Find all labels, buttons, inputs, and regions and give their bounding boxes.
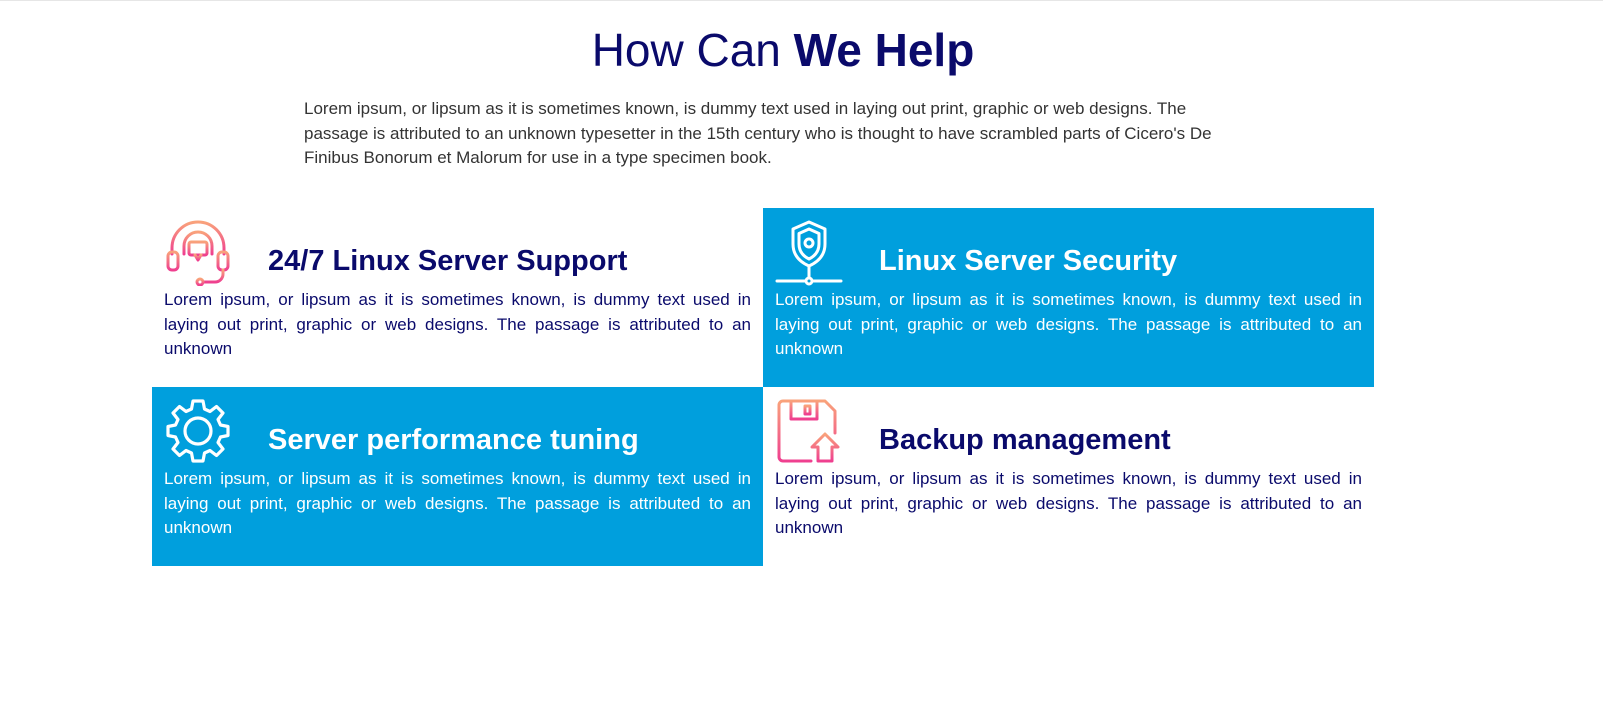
service-description: Lorem ipsum, or lipsum as it is sometime… [775, 290, 1362, 358]
service-card-performance: Server performance tuning Lorem ipsum, o… [152, 387, 763, 566]
top-divider [0, 0, 1603, 1]
service-card-security: Linux Server Security Lorem ipsum, or li… [763, 208, 1374, 387]
service-description: Lorem ipsum, or lipsum as it is sometime… [775, 469, 1362, 537]
service-card-support: 24/7 Linux Server Support Lorem ipsum, o… [152, 208, 763, 387]
service-description: Lorem ipsum, or lipsum as it is sometime… [164, 290, 751, 358]
page-title-light: How Can [591, 24, 781, 76]
floppy-upload-icon [775, 397, 843, 465]
headset-icon [164, 218, 232, 286]
service-card-backup: Backup management Lorem ipsum, or lipsum… [763, 387, 1374, 566]
service-title: Linux Server Security [879, 245, 1178, 277]
service-title: Backup management [879, 424, 1171, 456]
gear-icon [164, 397, 232, 465]
service-title: Server performance tuning [268, 424, 639, 456]
page-title-bold: We Help [793, 24, 975, 76]
page-title: How Can We Help [0, 22, 1566, 78]
shield-network-icon [775, 218, 843, 286]
intro-paragraph: Lorem ipsum, or lipsum as it is sometime… [304, 99, 1212, 167]
service-description: Lorem ipsum, or lipsum as it is sometime… [164, 469, 751, 537]
service-title: 24/7 Linux Server Support [268, 245, 628, 277]
